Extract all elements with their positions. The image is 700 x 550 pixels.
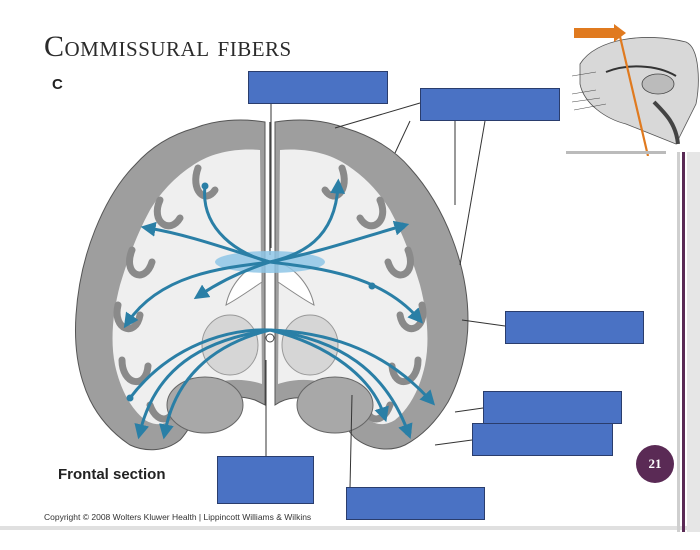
- thumbnail-caption-line: [566, 151, 666, 154]
- label-box-lower-right-2[interactable]: [472, 423, 613, 456]
- left-temporal-lobe: [166, 376, 244, 434]
- anterior-commissure-fibers: [128, 328, 436, 440]
- callosal-fiber-origins: [201, 182, 406, 290]
- orange-arrow-icon: [574, 24, 626, 42]
- page-number-badge: 21: [636, 445, 674, 483]
- bottom-divider: [0, 526, 700, 530]
- right-decorative-bars: [677, 152, 700, 532]
- callosal-fibers: [123, 178, 423, 329]
- label-box-top-right[interactable]: [420, 88, 560, 121]
- leader-lines: [265, 102, 506, 489]
- panel-letter: C: [52, 76, 63, 93]
- label-box-top-center[interactable]: [248, 71, 388, 104]
- label-box-mid-right[interactable]: [505, 311, 644, 344]
- label-box-bottom-left[interactable]: [217, 456, 314, 504]
- label-box-lower-right-1[interactable]: [483, 391, 622, 424]
- label-box-bottom-center[interactable]: [346, 487, 485, 520]
- copyright-text: Copyright © 2008 Wolters Kluwer Health |…: [44, 512, 312, 522]
- right-temporal-lobe: [296, 376, 374, 434]
- slide-title: Commissural fibers: [44, 30, 292, 63]
- anterior-commissure-origins: [126, 394, 412, 436]
- section-label: Frontal section: [58, 466, 166, 483]
- sagittal-brain-thumbnail: [566, 24, 700, 156]
- anterior-commissure: [265, 333, 275, 343]
- gyri-folds: [113, 164, 427, 423]
